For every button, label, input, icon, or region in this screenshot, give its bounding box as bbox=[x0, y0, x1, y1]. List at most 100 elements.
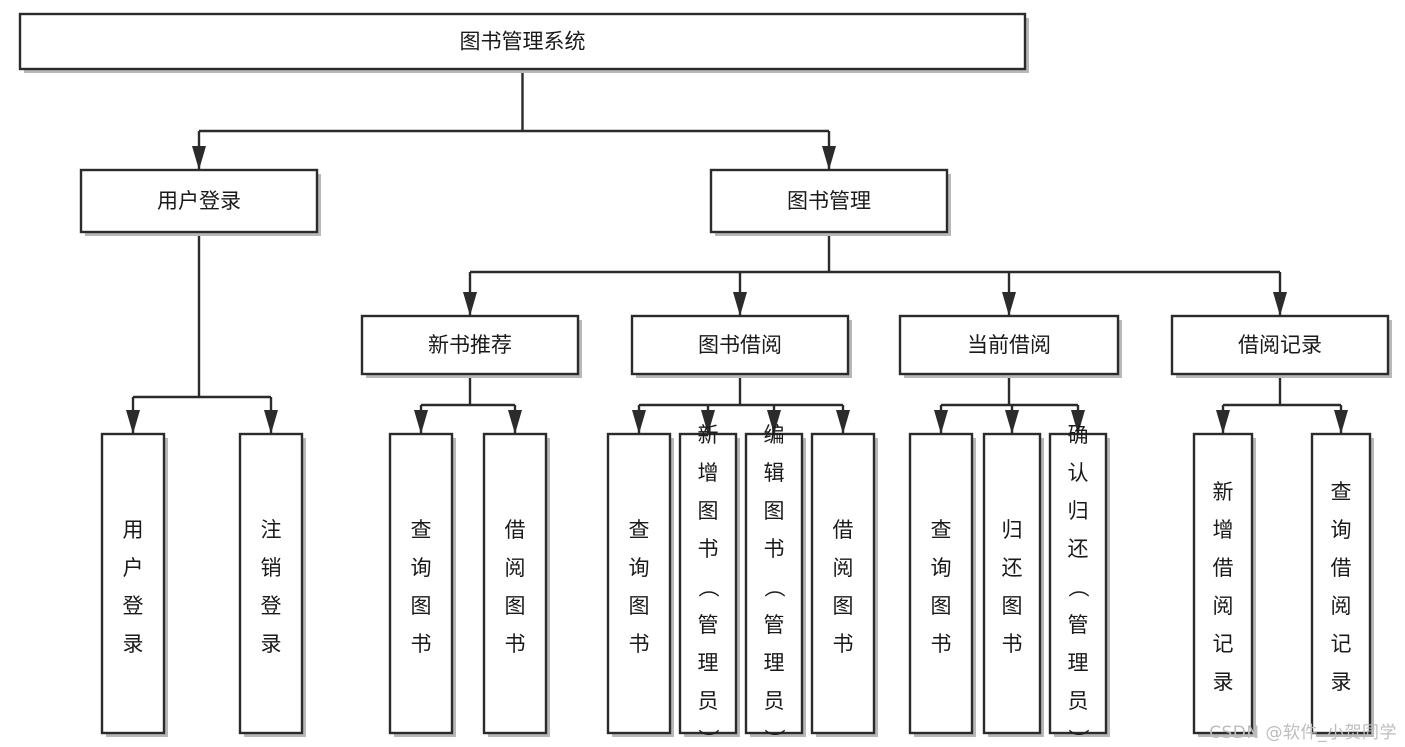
svg-text:书: 书 bbox=[764, 537, 785, 561]
svg-text:归: 归 bbox=[1002, 518, 1023, 542]
node-level2-1[interactable] bbox=[709, 168, 949, 234]
node-level3-3[interactable] bbox=[1170, 314, 1390, 376]
connector-layer bbox=[126, 69, 1348, 434]
svg-text:注: 注 bbox=[261, 518, 282, 542]
node-leaf-12[interactable] bbox=[1310, 432, 1372, 735]
node-leaf-5[interactable] bbox=[678, 432, 738, 735]
svg-text:借: 借 bbox=[833, 518, 854, 542]
svg-text:阅: 阅 bbox=[1331, 594, 1352, 618]
svg-text:增: 增 bbox=[698, 461, 719, 485]
svg-text:询: 询 bbox=[411, 556, 432, 580]
svg-text:图: 图 bbox=[411, 594, 432, 618]
node-leaf-3[interactable] bbox=[482, 432, 548, 735]
node-leaf-2[interactable] bbox=[388, 432, 454, 735]
svg-text:查: 查 bbox=[411, 518, 432, 542]
svg-text:书: 书 bbox=[931, 632, 952, 656]
svg-text:辑: 辑 bbox=[764, 461, 785, 485]
svg-text:图: 图 bbox=[505, 594, 526, 618]
svg-text:图: 图 bbox=[833, 594, 854, 618]
svg-text:查: 查 bbox=[629, 518, 650, 542]
node-leaf-0[interactable] bbox=[100, 432, 166, 735]
node-leaf-6[interactable] bbox=[744, 432, 804, 735]
svg-text:）: ） bbox=[1066, 729, 1090, 747]
node-label: 图书管理 bbox=[787, 189, 871, 213]
csdn-watermark: CSDN @软件_小贺同学 bbox=[1209, 723, 1397, 743]
node-leaf-11[interactable] bbox=[1192, 432, 1254, 735]
node-level2-0[interactable] bbox=[79, 168, 319, 234]
svg-text:管: 管 bbox=[764, 613, 785, 637]
svg-text:询: 询 bbox=[629, 556, 650, 580]
node-label: 借阅记录 bbox=[1238, 333, 1322, 357]
node-leaf-9[interactable] bbox=[982, 432, 1042, 735]
svg-text:录: 录 bbox=[1331, 670, 1352, 694]
node-layer: 图书管理系统用户登录图书管理新书推荐图书借阅当前借阅借阅记录用户登录注销登录查询… bbox=[18, 12, 1392, 747]
svg-text:管: 管 bbox=[698, 613, 719, 637]
node-label: 图书管理系统 bbox=[460, 30, 586, 54]
node-leaf-7[interactable] bbox=[810, 432, 876, 735]
svg-text:书: 书 bbox=[1002, 632, 1023, 656]
svg-text:询: 询 bbox=[1331, 518, 1352, 542]
svg-text:查: 查 bbox=[1331, 480, 1352, 504]
node-leaf-10[interactable] bbox=[1048, 432, 1108, 735]
node-level3-0[interactable] bbox=[360, 314, 580, 376]
svg-text:）: ） bbox=[696, 729, 720, 747]
svg-text:图: 图 bbox=[764, 499, 785, 523]
svg-text:理: 理 bbox=[1068, 651, 1089, 675]
node-level3-1[interactable] bbox=[630, 314, 850, 376]
node-root-图书管理系统[interactable] bbox=[18, 12, 1027, 71]
svg-text:用: 用 bbox=[123, 518, 144, 542]
svg-text:理: 理 bbox=[698, 651, 719, 675]
svg-text:图: 图 bbox=[629, 594, 650, 618]
svg-text:（: （ bbox=[1066, 577, 1090, 598]
svg-text:图: 图 bbox=[1002, 594, 1023, 618]
svg-text:查: 查 bbox=[931, 518, 952, 542]
node-leaf-1[interactable] bbox=[238, 432, 304, 735]
svg-text:记: 记 bbox=[1331, 632, 1352, 656]
node-level3-2[interactable] bbox=[898, 314, 1120, 376]
node-label: 用户登录 bbox=[123, 518, 144, 656]
svg-text:（: （ bbox=[762, 577, 786, 598]
node-label: 图书借阅 bbox=[698, 333, 782, 357]
svg-text:户: 户 bbox=[123, 556, 144, 580]
svg-text:新: 新 bbox=[698, 423, 719, 447]
node-label: 新书推荐 bbox=[428, 333, 512, 357]
node-leaf-4[interactable] bbox=[606, 432, 672, 735]
svg-text:还: 还 bbox=[1068, 537, 1089, 561]
svg-text:理: 理 bbox=[764, 651, 785, 675]
svg-text:认: 认 bbox=[1068, 461, 1089, 485]
svg-text:借: 借 bbox=[505, 518, 526, 542]
svg-text:新: 新 bbox=[1213, 480, 1234, 504]
svg-text:询: 询 bbox=[931, 556, 952, 580]
svg-text:书: 书 bbox=[411, 632, 432, 656]
svg-text:图: 图 bbox=[931, 594, 952, 618]
svg-text:书: 书 bbox=[629, 632, 650, 656]
svg-text:员: 员 bbox=[698, 689, 719, 713]
svg-text:登: 登 bbox=[261, 594, 282, 618]
svg-text:还: 还 bbox=[1002, 556, 1023, 580]
svg-text:员: 员 bbox=[1068, 689, 1089, 713]
svg-text:录: 录 bbox=[123, 632, 144, 656]
svg-text:书: 书 bbox=[505, 632, 526, 656]
node-leaf-8[interactable] bbox=[908, 432, 974, 735]
svg-text:阅: 阅 bbox=[1213, 594, 1234, 618]
svg-text:记: 记 bbox=[1213, 632, 1234, 656]
svg-text:归: 归 bbox=[1068, 499, 1089, 523]
svg-text:图: 图 bbox=[698, 499, 719, 523]
svg-text:书: 书 bbox=[698, 537, 719, 561]
svg-text:录: 录 bbox=[1213, 670, 1234, 694]
svg-text:书: 书 bbox=[833, 632, 854, 656]
svg-text:借: 借 bbox=[1213, 556, 1234, 580]
node-label: 用户登录 bbox=[157, 189, 241, 213]
svg-text:增: 增 bbox=[1213, 518, 1234, 542]
svg-text:录: 录 bbox=[261, 632, 282, 656]
